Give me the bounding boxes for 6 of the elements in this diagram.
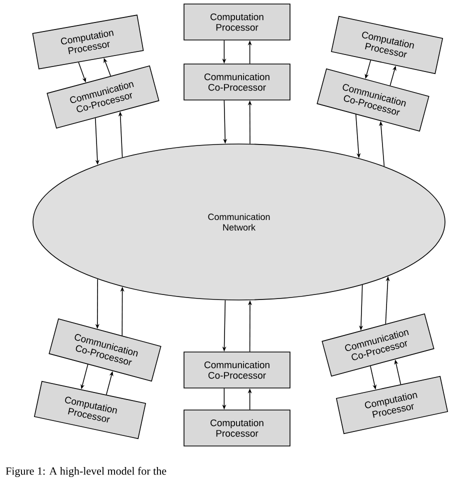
caption: Figure 1: A high-level model for the — [6, 466, 166, 478]
process-box: Computation Processor — [184, 410, 290, 446]
process-box: Communication Co-Processor — [184, 64, 290, 100]
process-box: Computation Processor — [32, 14, 144, 70]
process-box: Computation Processor — [184, 4, 290, 40]
process-box: Communication Co-Processor — [184, 352, 290, 388]
